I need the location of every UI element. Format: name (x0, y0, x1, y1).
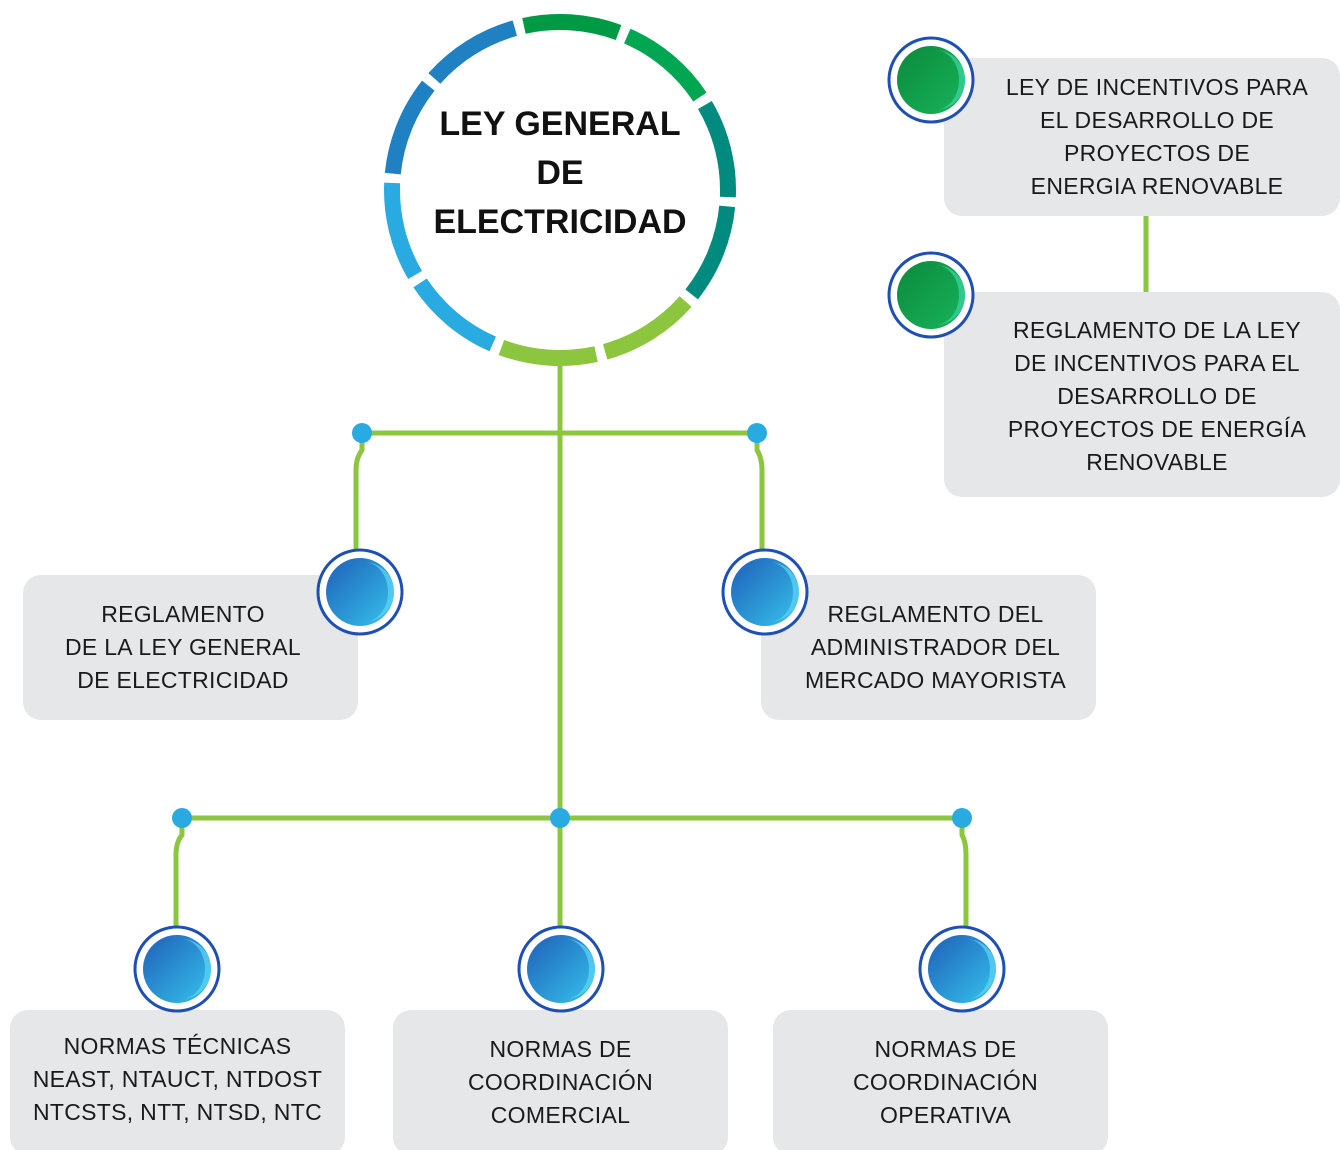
node-icon (133, 925, 221, 1013)
box-line: EL DESARROLLO DE (1039, 107, 1275, 133)
box-line: PROYECTOS DE ENERGÍA (1007, 416, 1307, 442)
ring-segment (384, 182, 423, 280)
ring-segment (697, 100, 736, 198)
ring-segment (384, 80, 435, 175)
box-line: NORMAS DE (489, 1036, 632, 1062)
box-reglamento-lge: REGLAMENTO DE LA LEY GENERAL DE ELECTRIC… (23, 575, 343, 720)
connector-to-reglamento-lge (353, 430, 365, 563)
box-ley-incentivos-bg (944, 58, 1340, 216)
box-line: NTCSTS, NTT, NTSD, NTC (33, 1099, 322, 1125)
junction-dot (952, 808, 972, 828)
box-reglamento-lge-bg (23, 575, 358, 720)
box-line: DESARROLLO DE (1057, 383, 1257, 409)
junction-dot (550, 808, 570, 828)
box-line: DE ELECTRICIDAD (77, 667, 289, 693)
box-line: ENERGIA RENOVABLE (1030, 173, 1284, 199)
connectors (173, 209, 1149, 938)
box-normas-operativa: NORMAS DE COORDINACIÓN OPERATIVA (773, 1015, 1118, 1150)
node-icon (918, 925, 1006, 1013)
box-line: REGLAMENTO DEL (827, 601, 1044, 627)
box-reglamento-incentivos: REGLAMENTO DE LA LEY DE INCENTIVOS PARA … (974, 296, 1340, 497)
box-line: LEY DE INCENTIVOS PARA (1005, 74, 1309, 100)
ring-segment (428, 20, 518, 84)
box-line: DE INCENTIVOS PARA EL (1014, 350, 1300, 376)
box-line: COORDINACIÓN (852, 1069, 1039, 1095)
box-normas-operativa-bg (773, 1010, 1108, 1150)
node-icon (887, 251, 975, 339)
box-line: PROYECTOS DE (1064, 140, 1250, 166)
root-title-line: ELECTRICIDAD (433, 203, 687, 241)
box-reglamento-amm-bg (761, 575, 1096, 720)
box-line: MERCADO MAYORISTA (804, 667, 1067, 693)
junction-dot (352, 423, 372, 443)
box-line: COORDINACIÓN (467, 1069, 654, 1095)
box-normas-tecnicas: NORMAS TÉCNICAS NEAST, NTAUCT, NTDOST NT… (10, 1012, 345, 1147)
box-normas-comercial: NORMAS DE COORDINACIÓN COMERCIAL (393, 1015, 728, 1150)
box-line: RENOVABLE (1086, 449, 1228, 475)
junction-dot (172, 808, 192, 828)
box-line: ADMINISTRADOR DEL (810, 634, 1061, 660)
connector-to-normas-tecnicas (173, 815, 185, 938)
box-line: NORMAS DE (874, 1036, 1017, 1062)
root-title-line: LEY GENERAL (439, 105, 681, 143)
node-icon (517, 925, 605, 1013)
ring-segment (413, 278, 497, 352)
root-title: LEY GENERAL DE ELECTRICIDAD (400, 100, 720, 247)
box-line: REGLAMENTO DE LA LEY (1012, 317, 1302, 343)
segmented-ring (384, 14, 736, 366)
box-line: NORMAS TÉCNICAS (63, 1033, 292, 1059)
ring-segment (623, 28, 707, 102)
box-reglamento-incentivos-bg (944, 292, 1340, 497)
ring-segment (498, 339, 598, 366)
node-icon (316, 548, 404, 636)
root-circle-face (402, 32, 718, 348)
connector-to-normas-operativa (959, 815, 969, 938)
box-line: REGLAMENTO (101, 601, 265, 627)
box-line: NEAST, NTAUCT, NTDOST (32, 1066, 323, 1092)
root-title-line: DE (536, 154, 584, 192)
ring-segment (602, 296, 692, 360)
box-ley-incentivos: LEY DE INCENTIVOS PARA EL DESARROLLO DE … (974, 58, 1340, 216)
root-node (384, 14, 736, 366)
junction-dot (747, 423, 767, 443)
box-normas-tecnicas-bg (10, 1010, 345, 1150)
box-normas-comercial-bg (393, 1010, 728, 1150)
junction-dots (172, 423, 972, 828)
ring-segment (522, 14, 622, 41)
box-line: COMERCIAL (490, 1102, 631, 1128)
node-icon (721, 548, 809, 636)
box-line: OPERATIVA (880, 1102, 1011, 1128)
ring-segment (685, 205, 736, 300)
connector-to-reglamento-amm (754, 430, 765, 563)
box-line: DE LA LEY GENERAL (64, 634, 302, 660)
box-reglamento-amm: REGLAMENTO DEL ADMINISTRADOR DEL MERCADO… (775, 575, 1096, 720)
node-icon (887, 36, 975, 124)
